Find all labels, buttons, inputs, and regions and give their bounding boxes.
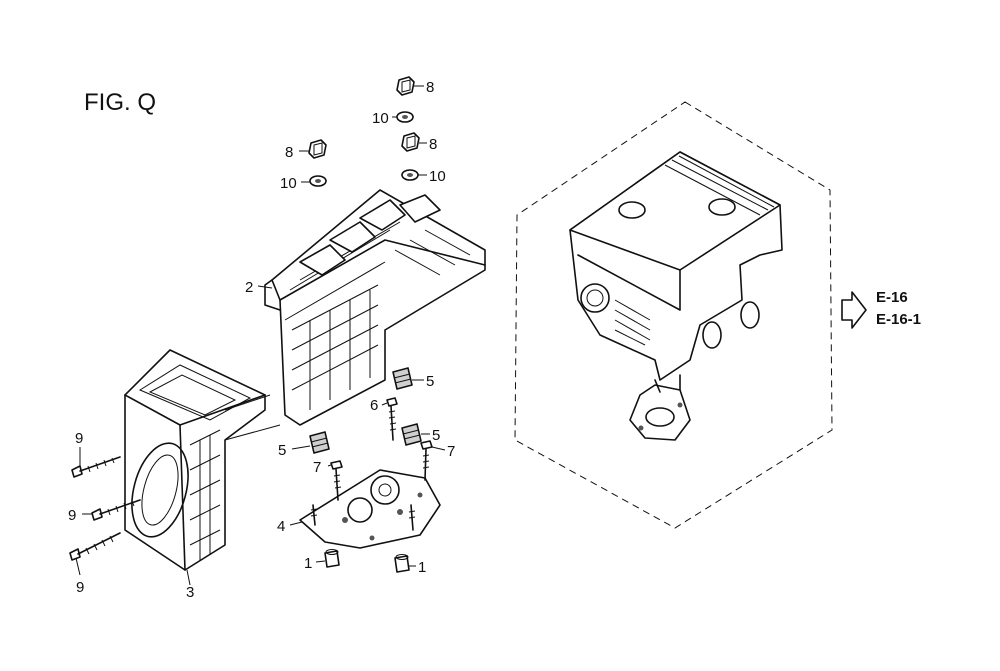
engine-assembly: [514, 101, 833, 529]
reference-e16-1: E-16-1: [876, 311, 921, 328]
callout-8-top: 8: [426, 79, 434, 96]
part-3-side-block: [124, 349, 281, 571]
callout-1-right: 1: [418, 559, 426, 576]
nut-1-right: [394, 554, 410, 573]
engine-front-edge: [577, 254, 681, 311]
exhaust-flange: [629, 384, 691, 441]
callout-5-upper: 5: [426, 373, 434, 390]
figure-title: FIG. Q: [84, 89, 156, 116]
callout-3: 3: [186, 584, 194, 601]
leader-lines: [75, 85, 446, 586]
callout-8-left: 8: [285, 144, 293, 161]
reference-arrow: E-16 E-16-1: [841, 289, 921, 329]
reference-e16: E-16: [876, 289, 908, 306]
screw-7-right: [420, 440, 433, 481]
washer-10-right: [401, 169, 419, 181]
callout-9-upper: 9: [75, 430, 83, 447]
top-port-left: [618, 201, 646, 219]
part-4-mounting-plate: [299, 469, 441, 549]
reference-arrow-icon: [841, 291, 867, 329]
screw-7-left: [330, 460, 343, 501]
callout-9-middle: 9: [68, 507, 76, 524]
callout-10-right: 10: [429, 168, 446, 185]
top-port-right: [708, 198, 736, 216]
bolt-6: [386, 397, 398, 441]
engine-dashed-outline: [514, 101, 833, 529]
callout-8-middle: 8: [429, 136, 437, 153]
bolt-9-middle: [91, 499, 141, 521]
callout-10-left: 10: [280, 175, 297, 192]
nut-1-left: [324, 549, 340, 568]
callout-5-left: 5: [278, 442, 286, 459]
rubber-mount-5-left: [309, 431, 330, 454]
callout-6: 6: [370, 397, 378, 414]
washer-10-left: [309, 175, 327, 187]
callout-4: 4: [277, 518, 285, 535]
side-port-1: [702, 321, 722, 349]
callout-5-right: 5: [432, 427, 440, 444]
callout-9-lower: 9: [76, 579, 84, 596]
front-vents: [614, 299, 651, 346]
side-port-2: [740, 301, 760, 329]
nut-8-left: [308, 139, 327, 159]
washer-10-top: [396, 111, 414, 123]
rubber-mount-5-right: [401, 423, 422, 446]
bolt-9-lower: [69, 532, 121, 561]
callout-7-right: 7: [447, 443, 455, 460]
front-port: [580, 283, 610, 313]
nut-8-top: [396, 76, 415, 96]
callout-10-top: 10: [372, 110, 389, 127]
rubber-mount-5-upper: [392, 367, 413, 390]
cooling-fins: [664, 155, 775, 216]
callout-1-left: 1: [304, 555, 312, 572]
bolt-9-upper: [71, 456, 121, 478]
callout-7-left: 7: [313, 459, 321, 476]
part-2-upper-bracket: [264, 189, 486, 426]
nut-8-middle: [401, 132, 420, 152]
callout-2: 2: [245, 279, 253, 296]
